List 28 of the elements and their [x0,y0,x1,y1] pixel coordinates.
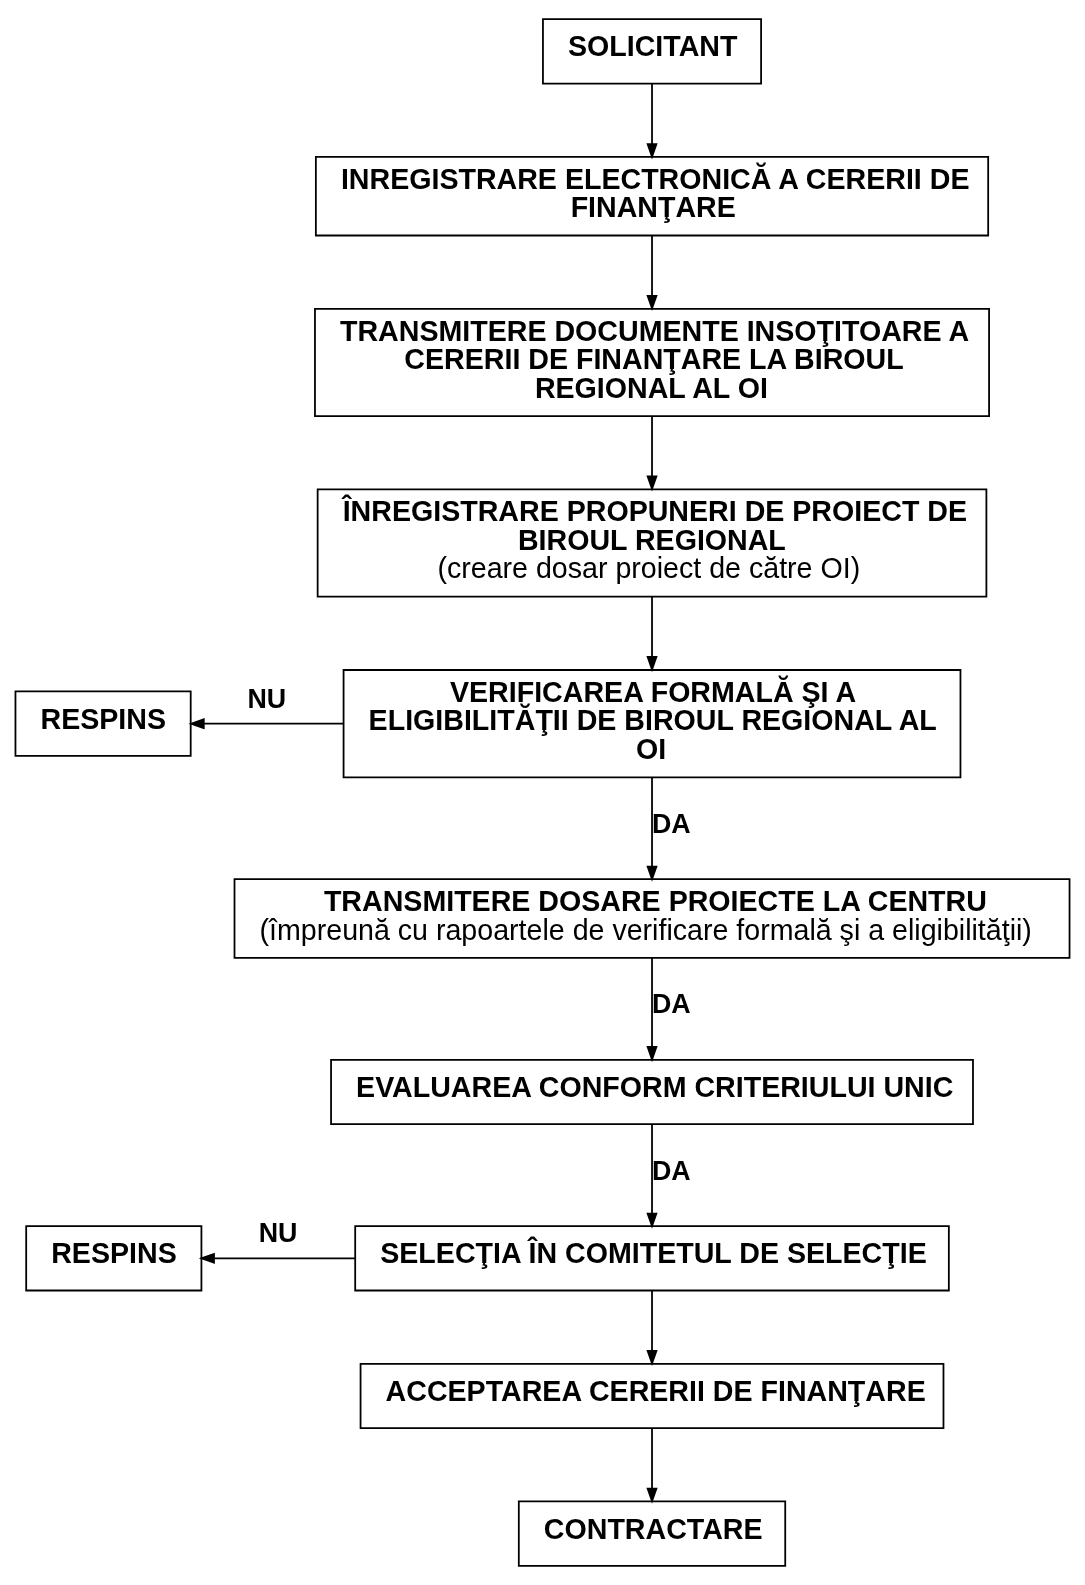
arrow [646,82,658,160]
edge-label: NU [258,1218,298,1249]
node-box: RESPINS [14,690,192,757]
node-box: CONTRACTARE [517,1500,787,1567]
edge-label: DA [652,1155,691,1186]
arrow [646,415,658,492]
arrow [646,1427,658,1504]
arrow [646,1123,658,1229]
node-box: SELECŢIA ÎN COMITETUL DE SELECŢIE [354,1225,950,1292]
node-box: EVALUAREA CONFORM CRITERIULUI UNIC [330,1058,974,1126]
node-box: TRANSMITERE DOSARE PROIECTE LA CENTRU (împreună cu rapoartele de verificare formală şi a eligibilităţii) [233,878,1071,959]
arrow [646,596,658,673]
node-box: SOLICITANT [542,18,762,85]
arrow [646,957,658,1063]
edge-label: DA [652,989,691,1020]
arrow [646,234,658,312]
arrow [188,718,345,730]
node-box: VERIFICAREA FORMALĂ ŞI A ELIGIBILITĂŢII DE BIROUL REGIONAL AL OI [342,669,962,779]
edge-label: DA [652,808,691,839]
arrow [198,1252,356,1264]
node-box: INREGISTRARE ELECTRONICĂ A CERERII DE FINANŢARE [314,155,990,237]
edge-label: NU [247,683,287,714]
node-box: TRANSMITERE DOCUMENTE INSOŢITOARE A CERERII DE FINANŢARE LA BIROUL REGIONAL AL OI [314,307,990,417]
node-box: ACCEPTAREA CERERII DE FINANŢARE [359,1362,945,1430]
arrow [646,776,658,882]
arrow [646,1289,658,1367]
node-box: RESPINS [25,1225,203,1292]
node-box: ÎNREGISTRARE PROPUNERI DE PROIECT DE BIROUL REGIONAL (creare dosar proiect de către OI) [316,488,988,598]
